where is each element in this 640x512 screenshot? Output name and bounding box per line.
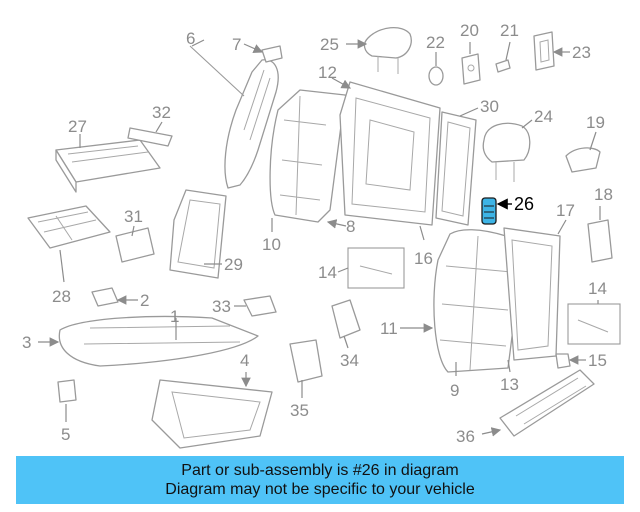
- part-7-clip[interactable]: [261, 45, 283, 63]
- part-14-box-left: [347, 247, 405, 289]
- part-33-bracket[interactable]: [243, 295, 277, 317]
- part-32-strip[interactable]: [127, 127, 173, 147]
- callout-32: 32: [152, 103, 171, 122]
- callout-25: 25: [320, 35, 339, 54]
- part-31-pad[interactable]: [115, 227, 155, 263]
- callout-36: 36: [456, 427, 475, 446]
- part-14-box-right: [567, 303, 621, 345]
- part-25-headrest[interactable]: [363, 27, 412, 74]
- callout-34: 34: [340, 351, 359, 370]
- callout-23: 23: [572, 43, 591, 62]
- callout-14-left: 14: [318, 263, 337, 282]
- callout-24: 24: [534, 107, 553, 126]
- part-9-backrest[interactable]: [433, 229, 523, 373]
- callout-17: 17: [556, 201, 575, 220]
- part-2-clip[interactable]: [91, 287, 119, 307]
- callout-7: 7: [232, 35, 241, 54]
- part-17-backrest-panel[interactable]: [503, 227, 561, 361]
- info-banner: Part or sub-assembly is #26 in diagram D…: [16, 456, 624, 504]
- part-21-bolt[interactable]: [495, 59, 511, 73]
- part-12-backrest-panel[interactable]: [339, 81, 441, 226]
- callout-21: 21: [500, 21, 519, 40]
- part-15-button[interactable]: [555, 353, 571, 369]
- callout-35: 35: [290, 401, 309, 420]
- callout-31: 31: [124, 207, 143, 226]
- part-29-backrest-frame[interactable]: [169, 189, 227, 279]
- part-22-cap[interactable]: [428, 66, 444, 86]
- callout-2: 2: [140, 291, 149, 310]
- part-30-backrest-board[interactable]: [435, 111, 477, 226]
- callout-20: 20: [460, 21, 479, 40]
- banner-line-1: Part or sub-assembly is #26 in diagram: [181, 462, 459, 479]
- part-19-trim-cap[interactable]: [565, 147, 601, 173]
- part-35-mount[interactable]: [289, 339, 323, 383]
- callout-28: 28: [52, 287, 71, 306]
- callout-16: 16: [414, 249, 433, 268]
- callout-26-highlighted: 26: [514, 194, 534, 214]
- callout-14-right: 14: [588, 279, 607, 298]
- part-18-cover[interactable]: [587, 219, 613, 263]
- callout-12: 12: [318, 63, 337, 82]
- part-24-headrest[interactable]: [482, 122, 531, 182]
- callout-18: 18: [594, 185, 613, 204]
- callout-10: 10: [262, 235, 281, 254]
- part-1-seat-cushion[interactable]: [58, 315, 259, 367]
- callout-4: 4: [240, 351, 249, 370]
- leader-lines: [38, 39, 601, 437]
- callout-33: 33: [212, 297, 231, 316]
- part-4-seat-pan[interactable]: [151, 379, 273, 449]
- callout-3: 3: [22, 333, 31, 352]
- callout-22: 22: [426, 33, 445, 52]
- callout-6: 6: [186, 29, 195, 48]
- callout-27: 27: [68, 117, 87, 136]
- callout-1: 1: [170, 307, 179, 326]
- callout-13: 13: [500, 375, 519, 394]
- callout-11: 11: [380, 319, 398, 338]
- callout-29: 29: [224, 255, 243, 274]
- banner-line-2: Diagram may not be specific to your vehi…: [165, 481, 475, 498]
- part-26-highlighted[interactable]: [481, 197, 497, 225]
- part-23-latch-cover[interactable]: [533, 31, 555, 71]
- part-10-backrest-frame[interactable]: [269, 89, 349, 223]
- part-28-lower-panel[interactable]: [27, 205, 111, 249]
- callout-30: 30: [480, 97, 499, 116]
- callout-numbers: 1 2 3 4 5 6 7 8 9 10 11 12 13 14 14 15 1…: [22, 21, 613, 446]
- callout-8: 8: [346, 217, 355, 236]
- callout-15: 15: [588, 351, 607, 370]
- callout-5: 5: [61, 425, 70, 444]
- fastener-bolt-icons: [359, 265, 609, 333]
- part-20-bracket[interactable]: [461, 53, 481, 85]
- part-36-side-rail[interactable]: [499, 369, 595, 437]
- part-6-group-line: [189, 45, 245, 97]
- part-6-side-trim[interactable]: [224, 59, 279, 189]
- part-5-plug[interactable]: [57, 379, 77, 403]
- callout-9: 9: [450, 381, 459, 400]
- callout-19: 19: [586, 113, 605, 132]
- part-27-cushion-pad[interactable]: [55, 139, 161, 193]
- part-34-trim[interactable]: [331, 299, 361, 339]
